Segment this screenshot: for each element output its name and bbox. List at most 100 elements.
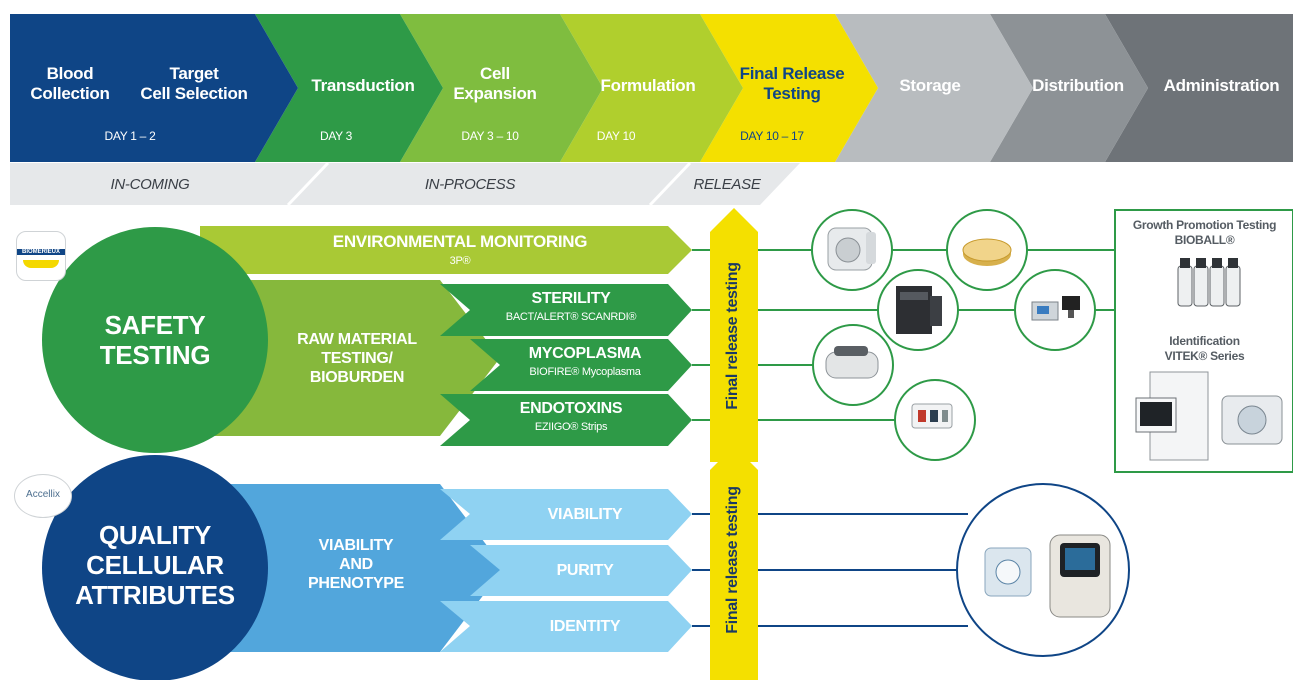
step-label: Final Release	[739, 64, 845, 83]
day-formulation: DAY 10	[596, 129, 636, 143]
quality-circle	[42, 455, 268, 680]
chevron-distribution	[990, 14, 1148, 162]
final-release-label-bottom: Final release testing	[724, 486, 741, 634]
panel-line: Growth Promotion Testing	[1132, 218, 1277, 232]
identity-title: IDENTITY	[549, 618, 621, 635]
env-sampler-icon	[827, 227, 876, 271]
chevron-administration	[1105, 14, 1293, 162]
env-monitoring-sub: 3P®	[449, 255, 471, 267]
phase-bar-incoming	[10, 163, 328, 205]
safety-testing-title: SAFETY TESTING	[60, 310, 250, 370]
step-target-cell-selection: Target Cell Selection	[124, 64, 264, 104]
phase-inprocess: IN-PROCESS	[424, 176, 516, 193]
phase-release: RELEASE	[693, 176, 761, 193]
step-label: Target	[169, 64, 219, 83]
mycoplasma-arrow	[470, 339, 692, 391]
phase-bar-release	[650, 163, 800, 205]
growth-promotion-title: Growth Promotion Testing BIOBALL®	[1116, 218, 1293, 248]
raw-material-band	[200, 280, 500, 436]
accellix-device-icon	[984, 534, 1111, 618]
final-release-arrow-bottom	[710, 446, 758, 680]
petri-dish-icon	[962, 238, 1012, 266]
viability-arrow	[440, 489, 692, 540]
viability-title: VIABILITY	[547, 506, 623, 523]
final-release-label-top: Final release testing	[724, 262, 741, 410]
env-monitoring-title: ENVIRONMENTAL MONITORING	[332, 232, 588, 251]
step-label: Cell	[480, 64, 510, 83]
step-transduction: Transduction	[290, 76, 436, 96]
endotoxins-sub: EZIIGO® Strips	[534, 421, 608, 433]
biofire-icon	[825, 346, 879, 379]
step-cell-expansion: Cell Expansion	[430, 64, 560, 104]
biomerieux-logo: BIOMÉRIEUX	[16, 231, 66, 281]
title-line: AND	[339, 556, 373, 573]
identification-title: Identification VITEK® Series	[1116, 334, 1293, 364]
step-label: Storage	[899, 76, 961, 95]
title-line: BIOBURDEN	[309, 369, 405, 386]
chevron-formulation	[560, 14, 743, 162]
bact-alert-icon	[896, 286, 942, 334]
title-line: RAW MATERIAL	[297, 331, 417, 348]
chevron-storage	[835, 14, 1033, 162]
step-blood-collection: Blood Collection	[18, 64, 122, 104]
sterility-title: STERILITY	[531, 290, 611, 307]
step-administration: Administration	[1150, 76, 1293, 96]
step-distribution: Distribution	[1018, 76, 1138, 96]
viability-phenotype-title: VIABILITY AND PHENOTYPE	[296, 536, 416, 593]
step-label: Cell Selection	[140, 84, 248, 103]
phase-incoming: IN-COMING	[110, 176, 190, 193]
title-line: ATTRIBUTES	[75, 580, 235, 610]
safety-circle	[42, 227, 268, 453]
mycoplasma-sub: BIOFIRE® Mycoplasma	[529, 366, 641, 378]
step-label: Collection	[30, 84, 110, 103]
eziigo-icon	[911, 403, 953, 429]
endotoxins-title: ENDOTOXINS	[519, 400, 623, 417]
quality-title: QUALITY CELLULAR ATTRIBUTES	[60, 520, 250, 610]
scanrdi-icon	[1031, 296, 1080, 321]
step-label: Blood	[46, 64, 94, 83]
chevron-cell-expansion	[400, 14, 603, 162]
step-final-release-testing: Final Release Testing	[722, 64, 862, 104]
title-line: TESTING	[99, 340, 211, 370]
sterility-arrow	[440, 284, 692, 336]
sterility-sub: BACT/ALERT® SCANRDI®	[505, 311, 637, 323]
purity-arrow	[470, 545, 692, 596]
quality-connectors	[692, 513, 968, 627]
title-line: QUALITY	[98, 520, 211, 550]
step-label: Administration	[1163, 76, 1280, 95]
safety-connectors	[692, 249, 1115, 421]
panel-line: BIOBALL®	[1174, 233, 1235, 247]
chevron-transduction	[255, 14, 443, 162]
bioball-icon	[1177, 258, 1241, 307]
accellix-logo-text: Accellix	[26, 489, 60, 500]
day-collection: DAY 1 – 2	[104, 129, 156, 143]
chevron-collection	[10, 14, 298, 162]
step-label: Testing	[763, 84, 821, 103]
phase-bar-inprocess	[288, 163, 690, 205]
day-transduction: DAY 3	[319, 129, 353, 143]
step-label: Expansion	[453, 84, 537, 103]
title-line: CELLULAR	[86, 550, 224, 580]
vitek-icon	[1135, 371, 1283, 461]
title-line: PHENOTYPE	[308, 575, 404, 592]
step-label: Transduction	[311, 76, 415, 95]
step-storage: Storage	[870, 76, 990, 96]
panel-line: VITEK® Series	[1164, 349, 1245, 363]
step-label: Formulation	[600, 76, 696, 95]
viability-phenotype-band	[200, 484, 504, 652]
day-cell-expansion: DAY 3 – 10	[461, 129, 519, 143]
raw-material-title: RAW MATERIAL TESTING/ BIOBURDEN	[282, 330, 432, 387]
day-final-release: DAY 10 – 17	[740, 129, 804, 143]
step-label: Distribution	[1032, 76, 1124, 95]
env-monitoring-band	[200, 226, 692, 274]
endotoxins-arrow	[440, 394, 692, 446]
accellix-logo: Accellix	[14, 474, 72, 518]
step-formulation: Formulation	[588, 76, 708, 96]
identity-arrow	[440, 601, 692, 652]
biomerieux-logo-text: BIOMÉRIEUX	[17, 249, 65, 255]
panel-line: Identification	[1169, 334, 1240, 348]
title-line: SAFETY	[104, 310, 206, 340]
title-line: VIABILITY	[318, 537, 394, 554]
